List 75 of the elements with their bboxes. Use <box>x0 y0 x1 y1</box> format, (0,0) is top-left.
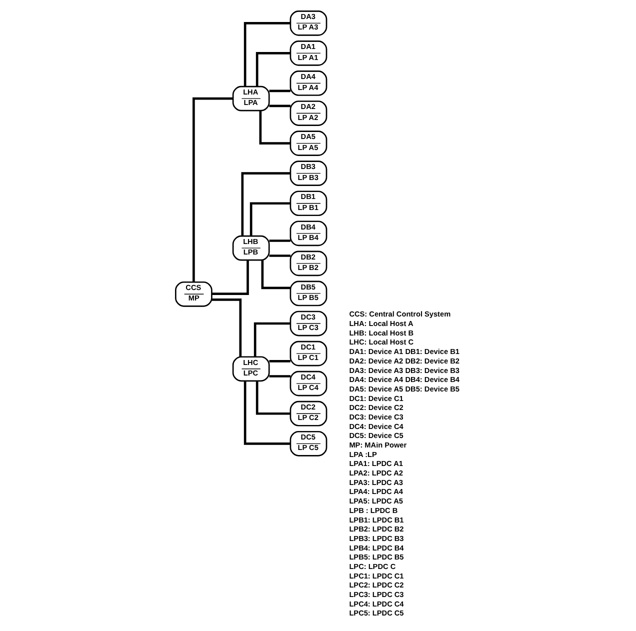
connector <box>268 375 290 378</box>
label: LPC4: LPDC C4 <box>348 599 404 608</box>
label: LPA4: LPDC A4 <box>348 487 402 496</box>
label: DC5: Device C5 <box>348 431 403 440</box>
label: DA3: Device A3 <box>348 366 403 375</box>
label: DB5: Device B5 <box>404 384 459 394</box>
connector <box>268 254 290 257</box>
connector <box>260 260 290 290</box>
node-box: DB3 LP B3 <box>289 160 327 186</box>
node-box: DA1 LP A1 <box>289 40 327 66</box>
label: MP: MAin Power <box>348 440 406 450</box>
label: LPC2: LPDC C2 <box>348 580 404 590</box>
label: LPC: LPDC C <box>348 562 396 571</box>
node-box: DA2 LP A2 <box>289 100 327 126</box>
label: LPB1: LPDC B1 <box>348 515 404 524</box>
label: DC2: Device C2 <box>348 403 403 412</box>
label: LPB2: LPDC B2 <box>348 524 404 534</box>
label: DC4: Device C4 <box>348 422 403 431</box>
connector <box>240 172 290 236</box>
label: LHA: Local Host A <box>348 319 413 328</box>
node-box: CCS MP <box>174 281 212 307</box>
label: LPB5: LPDC B5 <box>348 552 404 562</box>
label: CCS: Central Control System <box>348 310 450 319</box>
label: DA4: Device A4 <box>348 375 403 384</box>
label: LPA :LP <box>348 450 376 459</box>
label: DB1: Device B1 <box>404 347 459 356</box>
label: DB2: Device B2 <box>404 356 459 366</box>
node-box: DC4 LP C4 <box>289 370 327 396</box>
connector <box>212 260 248 295</box>
label: LPC3: LPDC C3 <box>348 590 404 600</box>
label: LPB4: LPDC B4 <box>348 543 404 552</box>
label: LPA3: LPDC A3 <box>348 478 402 487</box>
connector <box>243 22 290 86</box>
label: LHB: Local Host B <box>348 328 414 338</box>
connector <box>253 322 290 357</box>
node-box: DC5 LP C5 <box>289 430 327 456</box>
connector <box>255 52 290 86</box>
connector <box>258 110 290 144</box>
label: DA1: Device A1 <box>348 347 403 356</box>
label: DA2: Device A2 <box>348 356 403 366</box>
connector <box>243 381 290 445</box>
label: LPA1: LPDC A1 <box>348 459 402 468</box>
node-box: DB4 LP B4 <box>289 220 327 246</box>
label: LPA5: LPDC A5 <box>348 496 402 506</box>
node-box: DA5 LP A5 <box>289 130 327 156</box>
node-box: LHA LPA <box>232 86 270 112</box>
connector <box>268 90 290 92</box>
connector <box>255 381 290 415</box>
node-box: DB1 LP B1 <box>289 190 327 216</box>
label: DC1: Device C1 <box>348 394 403 403</box>
node-box: DB2 LP B2 <box>289 250 327 276</box>
node-box: DB5 LP B5 <box>289 280 327 306</box>
label: DA5: Device A5 <box>348 384 403 394</box>
label: DB3: Device B3 <box>404 366 459 375</box>
label: DB4: Device B4 <box>404 375 459 384</box>
node-box: DC3 LP C3 <box>289 310 327 336</box>
connector <box>211 298 242 357</box>
label: LPB3: LPDC B3 <box>348 534 404 543</box>
connector <box>249 202 290 236</box>
connector <box>268 360 290 362</box>
label: LPC1: LPDC C1 <box>348 571 404 580</box>
connector <box>268 104 290 108</box>
label: DC3: Device C3 <box>348 412 403 422</box>
connector <box>268 240 290 242</box>
node-box: DC2 LP C2 <box>289 400 327 426</box>
connector <box>192 97 232 282</box>
node-box: DA3 LP A3 <box>289 10 327 36</box>
label: LHC: Local Host C <box>348 338 414 347</box>
node-box: DC1 LP C1 <box>289 340 327 366</box>
node-box: DA4 LP A4 <box>289 70 327 96</box>
label: LPC5: LPDC C5 <box>348 608 404 618</box>
label: LPB : LPDC B <box>348 506 398 515</box>
node-box: LHB LPB <box>232 235 270 261</box>
node-box: LHC LPC <box>232 356 270 382</box>
label: LPA2: LPDC A2 <box>348 468 402 478</box>
